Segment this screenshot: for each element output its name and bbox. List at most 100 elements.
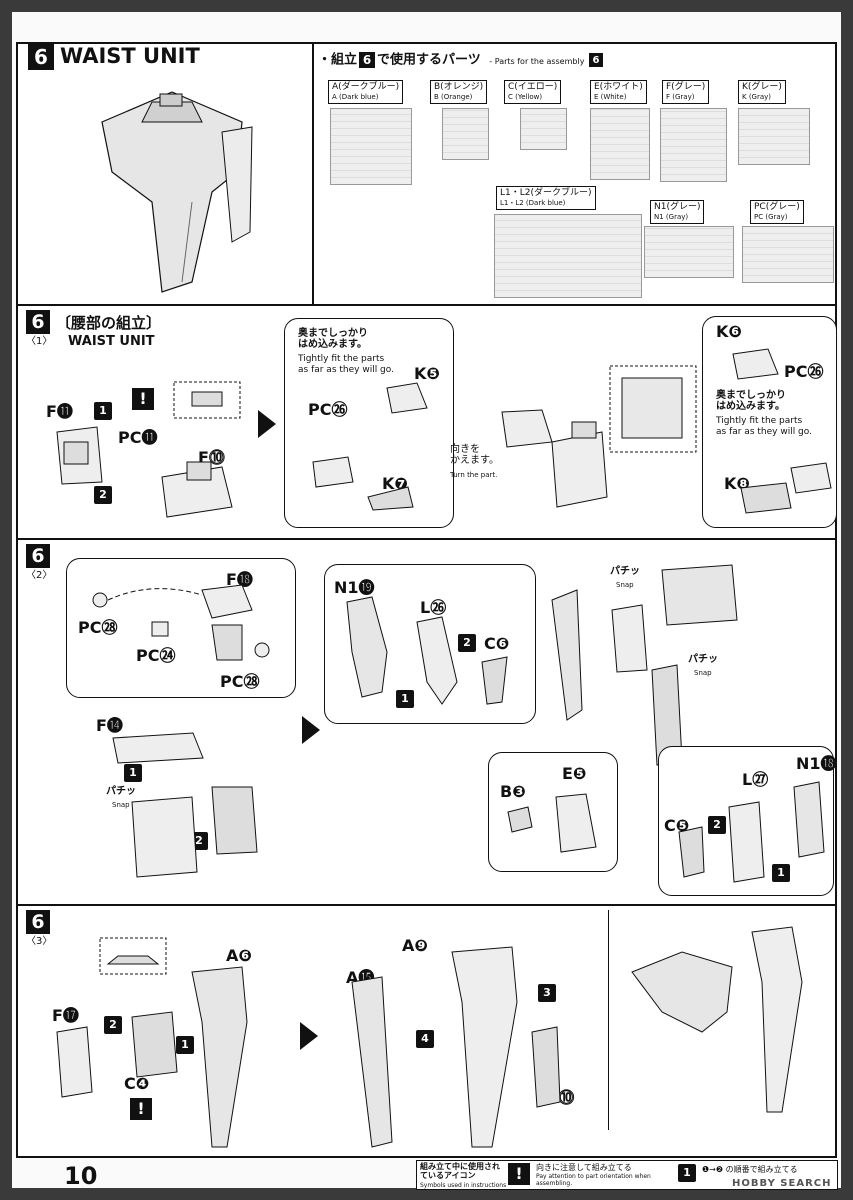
- runner-pc: [742, 226, 834, 283]
- sub2-lower-right-parts: [678, 781, 825, 883]
- sub1-part-k7-assy: [312, 456, 414, 511]
- runner-f: [660, 108, 727, 182]
- sub-step-3-badge: 6: [26, 910, 50, 934]
- sub1-part-f11: [56, 426, 103, 485]
- flow-arrow-1: [258, 410, 276, 438]
- snap-text-en-2: Snap: [616, 581, 634, 589]
- section-title: WAIST UNIT: [60, 44, 200, 68]
- flow-arrow-2: [302, 716, 320, 744]
- label-k6: K❻: [716, 322, 742, 341]
- part-tag-l: L1・L2(ダークブルー)L1・L2 (Dark blue): [496, 186, 596, 210]
- label-f18: F⓲: [226, 570, 253, 589]
- sub3-left-parts: [56, 966, 248, 1148]
- sub-step-1-title-en: WAIST UNIT: [68, 334, 155, 349]
- sub2-upper-parts: [346, 596, 508, 705]
- label-pc28-b: PC㉘: [220, 672, 260, 691]
- label-f17: F⓱: [52, 1006, 79, 1025]
- order-legend-jp: ❶→❷ の順番で組み立てる: [702, 1165, 798, 1174]
- label-f14: F⓮: [96, 716, 123, 735]
- label-a9: A❾: [402, 936, 428, 955]
- waist-unit-illustration: [101, 91, 253, 293]
- turn-note-en: Turn the part.: [450, 471, 498, 479]
- part-tag-f: F(グレー)F (Gray): [662, 80, 710, 104]
- label-k5: K❺: [414, 364, 440, 383]
- sub-step-2-badge: 6: [26, 544, 50, 568]
- label-n1-19: N1⓳: [334, 578, 375, 597]
- footer-icon-legend: [416, 1160, 838, 1190]
- label-f11: F⓫: [46, 402, 73, 421]
- part-tag-b: B(オレンジ)B (Orange): [430, 80, 488, 104]
- label-e5: E❺: [562, 764, 587, 783]
- sub3-divider: [608, 910, 609, 1130]
- flow-arrow-3: [300, 1022, 318, 1050]
- sub1-detail-bubble-left: [284, 318, 454, 528]
- part-tag-c: C(イエロー)C (Yellow): [504, 80, 562, 104]
- sub1-main-assy: [501, 409, 608, 508]
- runner-a: [330, 108, 412, 185]
- order-legend-icon: 1: [678, 1164, 696, 1182]
- fit-note-en: Tightly fit the parts as far as they wil…: [298, 354, 394, 375]
- sub2-pc-parts: [92, 584, 270, 661]
- sub-step-1-number: 〈1〉: [26, 336, 53, 347]
- label-pc24: PC㉔: [136, 646, 176, 665]
- order-1-icon: 1: [772, 864, 790, 882]
- icon-heading-en: Symbols used in instructions: [420, 1182, 507, 1189]
- label-pc26-b: PC㉖: [784, 362, 824, 381]
- runner-k: [738, 108, 810, 165]
- turn-note-jp: 向きを かえます。: [450, 444, 499, 466]
- sub2-lower-assy: [131, 786, 258, 878]
- part-tag-k: K(グレー)K (Gray): [738, 80, 786, 104]
- order-2-icon: 2: [458, 634, 476, 652]
- sub3-final-assy: [631, 926, 803, 1113]
- sub1-pc-detail: [173, 381, 241, 419]
- order-1-icon: 1: [176, 1036, 194, 1054]
- order-2-icon: 2: [104, 1016, 122, 1034]
- warning-icon: !: [130, 1098, 152, 1120]
- order-1-icon: 1: [396, 690, 414, 708]
- label-l26: L㉖: [420, 598, 447, 617]
- order-1-icon: 1: [94, 402, 112, 420]
- snap-text-1: パチッ: [106, 786, 136, 797]
- warn-legend-en: Pay attention to part orientation when a…: [536, 1173, 651, 1187]
- sub2-main-assy: [551, 564, 738, 766]
- order-3-icon: 3: [538, 984, 556, 1002]
- sub-step-1-badge: 6: [26, 310, 50, 334]
- label-l27: L㉗: [742, 770, 769, 789]
- part-tag-n1: N1(グレー)N1 (Gray): [650, 200, 705, 224]
- label-pc11: PC⓫: [118, 428, 158, 447]
- watermark: HOBBY SEARCH: [732, 1178, 832, 1189]
- label-c5: C❺: [664, 816, 690, 835]
- warn-legend-jp: 向きに注意して組み立てる: [536, 1163, 632, 1172]
- runner-c: [520, 108, 567, 150]
- label-b3: B❸: [500, 782, 526, 801]
- order-2-icon: 2: [94, 486, 112, 504]
- step-number-badge: 6: [28, 44, 54, 70]
- snap-text-en-1: Snap: [112, 801, 130, 809]
- order-1-icon: 1: [124, 764, 142, 782]
- runner-e: [590, 108, 650, 180]
- sub2-part-f14: [112, 732, 204, 764]
- sub1-part-k6: [732, 348, 779, 380]
- warning-icon: !: [132, 388, 154, 410]
- sub2-pc-bubble: [66, 558, 296, 698]
- part-tag-pc: PC(グレー)PC (Gray): [750, 200, 804, 224]
- label-pc28-a: PC㉘: [78, 618, 118, 637]
- snap-text-3: パチッ: [688, 654, 718, 665]
- icon-heading-jp: 組み立て中に使用されているアイコン: [420, 1162, 500, 1180]
- label-pc26-a: PC㉖: [308, 400, 348, 419]
- label-a6: A❻: [226, 946, 252, 965]
- sub-step-3-number: 〈3〉: [26, 936, 53, 947]
- page-number: 10: [64, 1162, 98, 1190]
- snap-text-2: パチッ: [610, 566, 640, 577]
- sub1-inset-view: [609, 365, 697, 453]
- order-2-icon: 2: [708, 816, 726, 834]
- sub3-mid-assy: [351, 946, 561, 1148]
- snap-text-en-3: Snap: [694, 669, 712, 677]
- sub1-part-k8: [740, 462, 832, 514]
- runner-l: [494, 214, 642, 298]
- fit-note2-jp: 奥までしっかり はめ込みます。: [716, 390, 786, 412]
- runner-n1: [644, 226, 734, 278]
- warning-legend-icon: !: [508, 1163, 530, 1185]
- order-4-icon: 4: [416, 1030, 434, 1048]
